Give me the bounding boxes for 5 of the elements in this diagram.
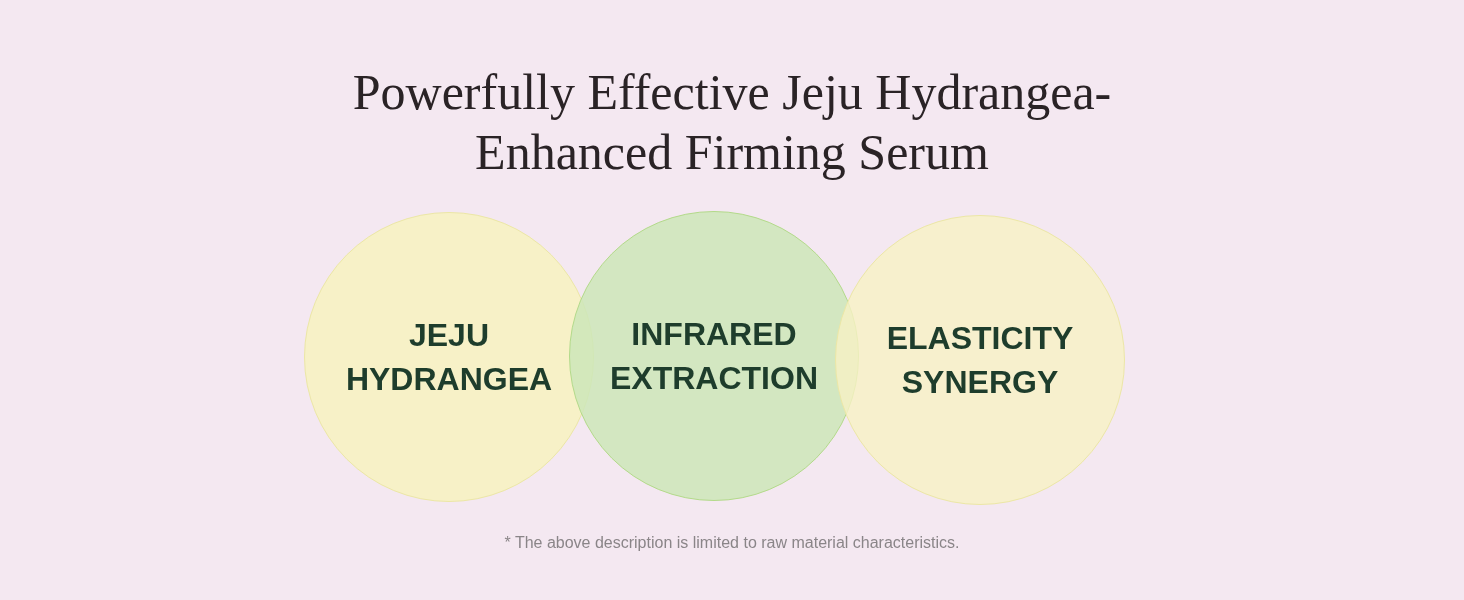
footnote: * The above description is limited to raw material characteristics.	[504, 533, 960, 553]
circle-label: JEJU HYDRANGEA	[344, 316, 554, 399]
circle-label: INFRARED EXTRACTION	[609, 315, 819, 398]
title: Powerfully Effective Jeju Hydrangea-Enhanced Firming Serum	[351, 63, 1113, 182]
circle-label: ELASTICITY SYNERGY	[885, 319, 1075, 402]
